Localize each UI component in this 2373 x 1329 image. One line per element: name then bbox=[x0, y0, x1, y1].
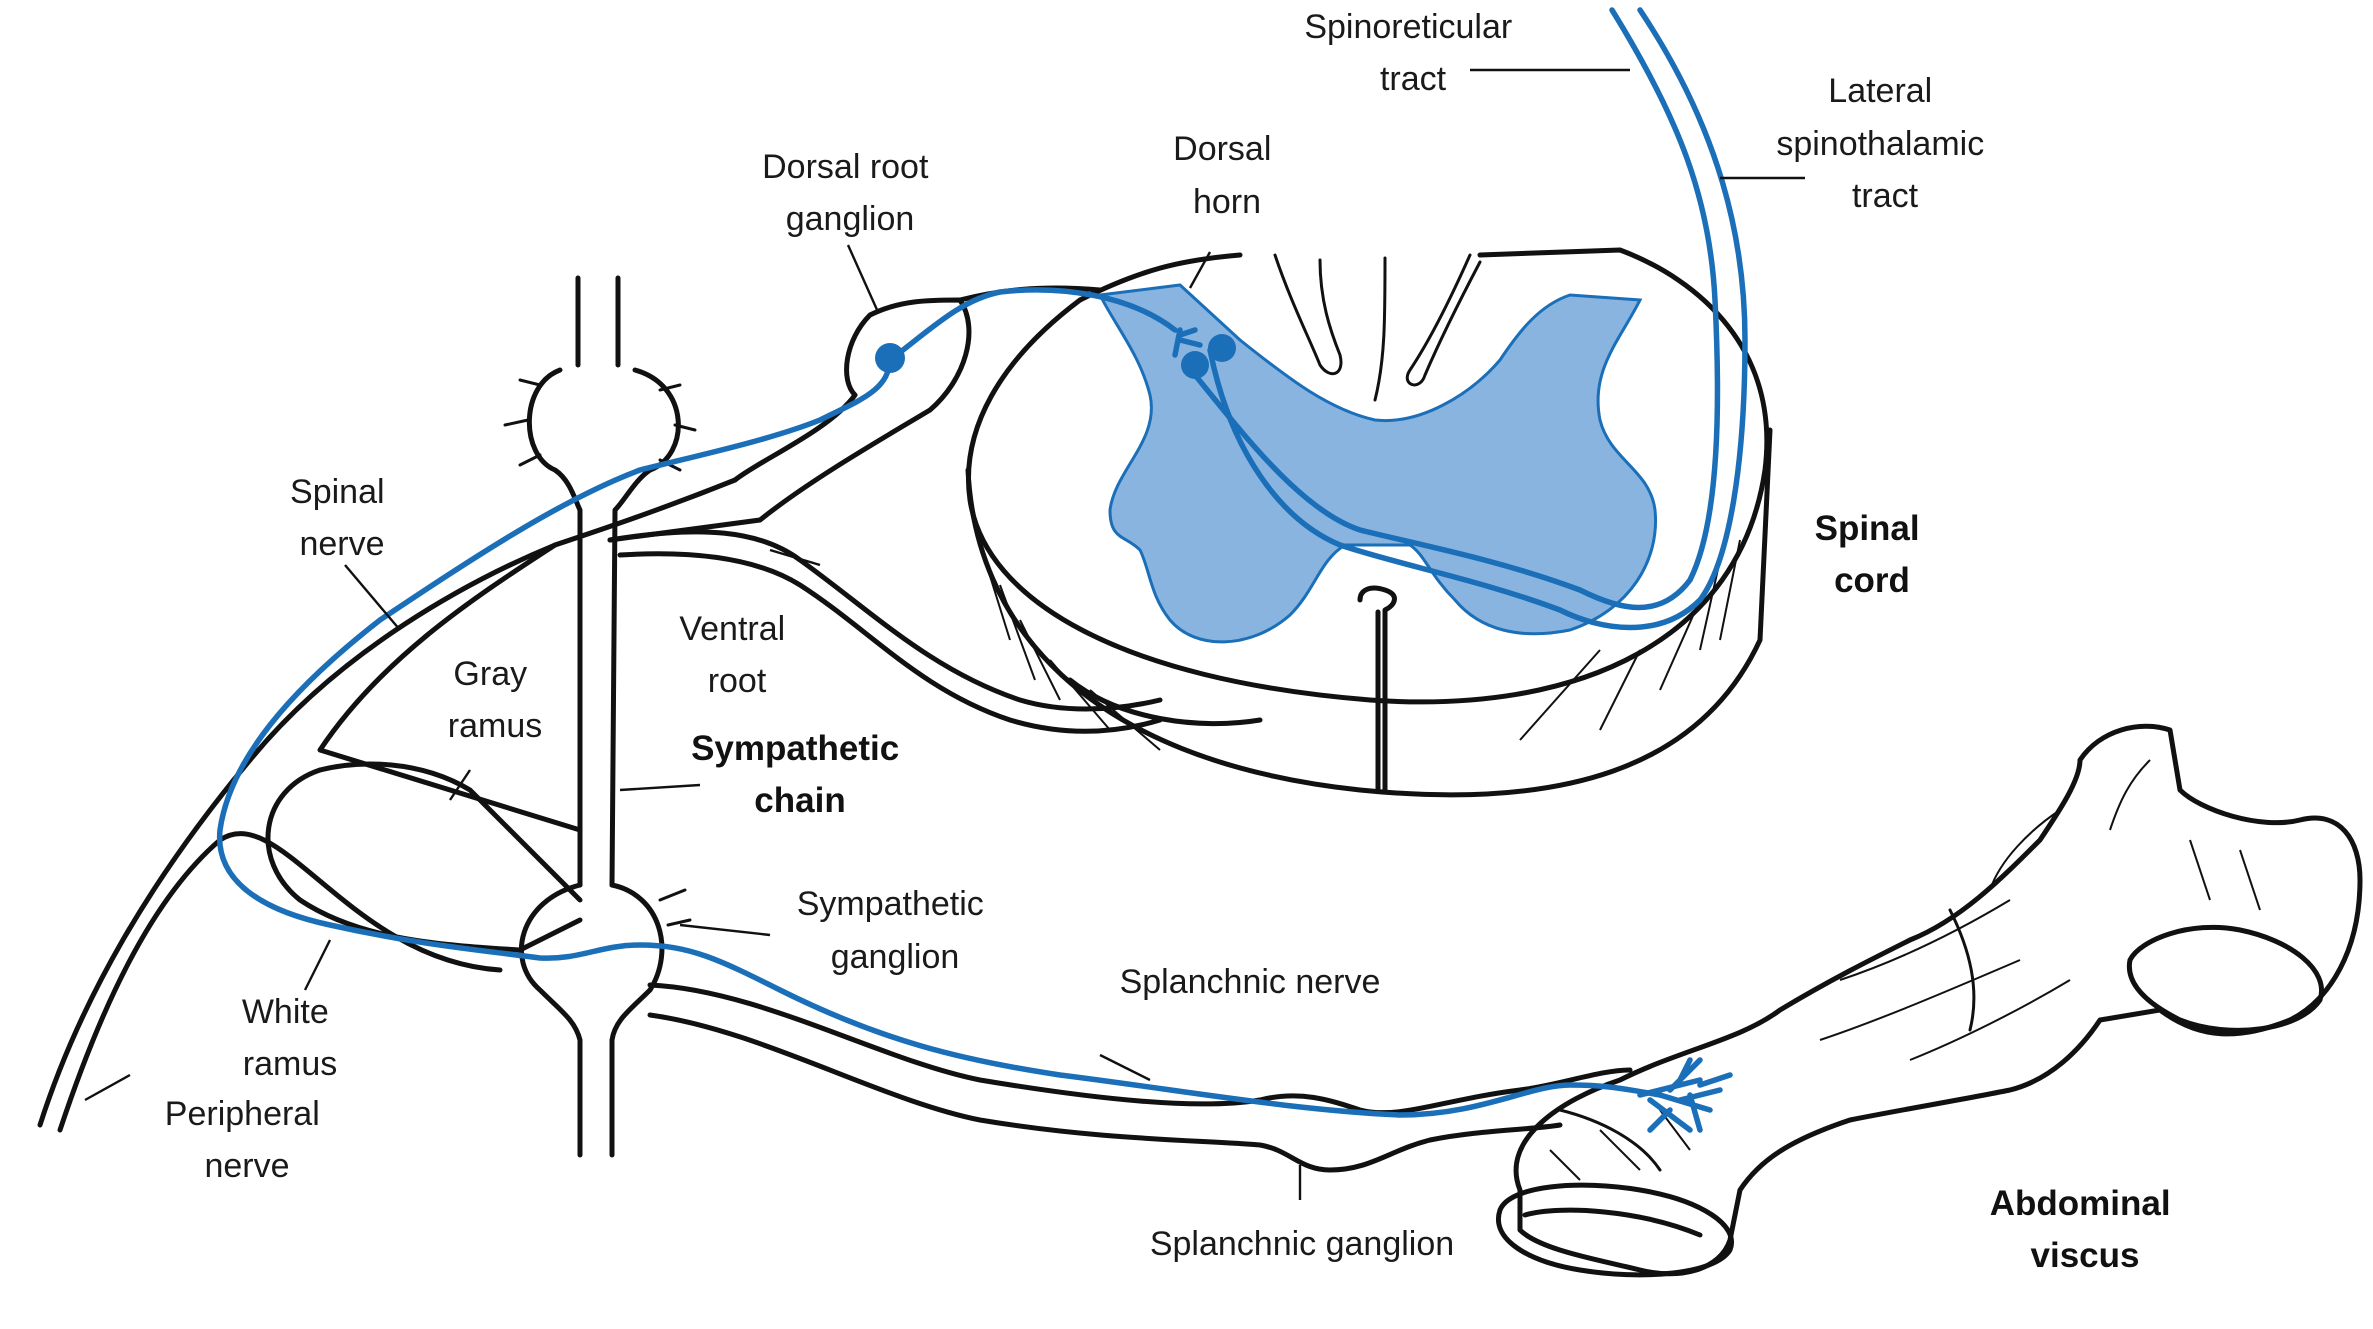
label-sympathetic-chain: Sympathetic chain bbox=[691, 729, 909, 820]
label-spinal-cord: Spinal cord bbox=[1815, 509, 1930, 600]
label-ventral-root: Ventral root bbox=[679, 610, 794, 700]
label-dorsal-root-ganglion: Dorsal root ganglion bbox=[762, 148, 938, 238]
label-spinal-nerve: Spinal nerve bbox=[290, 473, 394, 563]
label-lateral-spinothalamic-tract: Lateral spinothalamic tract bbox=[1776, 72, 1993, 215]
abdominal-viscus-shape bbox=[1496, 723, 2363, 1278]
label-sympathetic-ganglion: Sympathetic ganglion bbox=[797, 885, 994, 976]
dorsal-horn-neuron-1 bbox=[1181, 351, 1209, 379]
label-white-ramus: White ramus bbox=[242, 993, 338, 1083]
label-spinoreticular-tract: Spinoreticular tract bbox=[1304, 8, 1521, 98]
label-gray-ramus: Gray ramus bbox=[448, 655, 542, 745]
sympathetic-ganglion-shape bbox=[518, 882, 665, 1158]
label-dorsal-horn: Dorsal horn bbox=[1173, 130, 1281, 221]
label-splanchnic-ganglion: Splanchnic ganglion bbox=[1150, 1225, 1454, 1263]
gray-matter bbox=[1097, 283, 1658, 644]
leader-lines bbox=[84, 68, 1805, 1200]
label-peripheral-nerve: Peripheral nerve bbox=[165, 1095, 329, 1185]
label-abdominal-viscus: Abdominal viscus bbox=[1990, 1184, 2181, 1275]
spinal-cord-section bbox=[965, 247, 1773, 798]
visceral-afferent-pathway bbox=[216, 7, 1748, 1133]
labels: Spinoreticular tract Lateral spinothalam… bbox=[165, 8, 2181, 1275]
dorsal-horn-neuron-2 bbox=[1208, 334, 1236, 362]
label-splanchnic-nerve: Splanchnic nerve bbox=[1120, 963, 1381, 1001]
dorsal-root-ganglion-shape bbox=[607, 297, 972, 543]
